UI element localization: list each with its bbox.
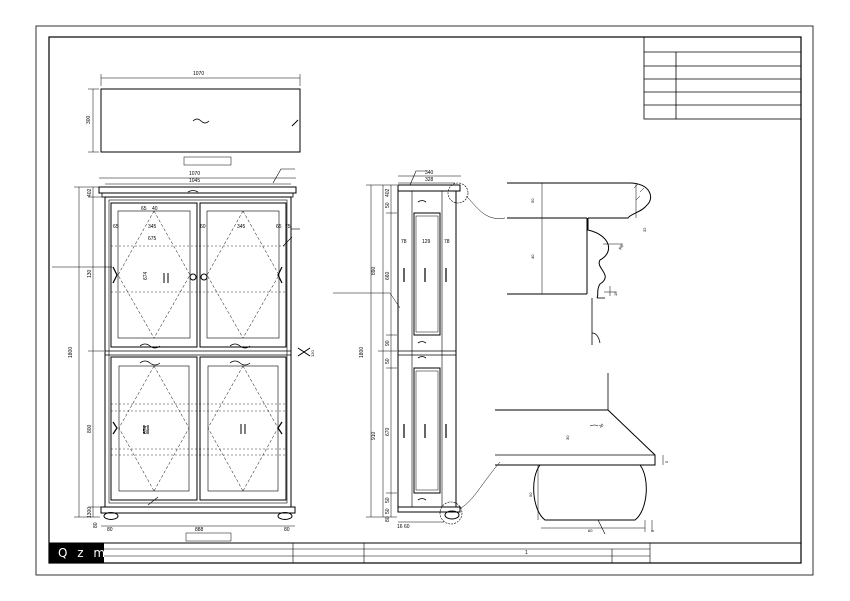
detail-top-40: 40 — [530, 254, 535, 259]
detail-bottom-5b: 5 — [650, 529, 655, 532]
title-block: Q z m 1 — [48, 542, 802, 564]
logo-box — [49, 543, 104, 563]
side-dim-660: 660 — [385, 271, 391, 280]
side-depth-inner: 328 — [425, 177, 434, 183]
detail-top-32: 32 — [642, 227, 647, 232]
front-carcass-width: 1045 — [189, 178, 200, 184]
side-dim-50c: 50 — [385, 497, 391, 503]
side-panel-129: 129 — [422, 239, 431, 245]
side-dim-50d: 50 — [385, 508, 391, 514]
side-depth-outer: 340 — [425, 170, 434, 176]
front-height-total: 1800 — [68, 347, 74, 358]
detail-top-r: R8 — [618, 243, 625, 251]
front-side-65a: 65 — [113, 224, 119, 230]
front-side-65b: 65 — [141, 206, 147, 212]
page-number: 1 — [525, 550, 528, 556]
front-foot-right: 80 — [284, 527, 290, 533]
front-glass-height-upper: 674 — [143, 271, 149, 280]
detail-top-50: 50 — [530, 198, 535, 203]
detail-bottom-60: 60 — [588, 528, 593, 533]
front-divider-label: 120 — [310, 350, 315, 357]
side-dim-90: 90 — [385, 340, 391, 346]
side-height-upper: 890 — [371, 266, 377, 275]
side-dim-50a: 50 — [385, 202, 391, 208]
front-side-60: 60 — [200, 224, 206, 230]
side-panel-78-left: 78 — [401, 239, 407, 245]
side-height-total: 1800 — [359, 347, 365, 358]
front-foot-height: 80 — [93, 522, 99, 528]
front-view — [52, 168, 311, 542]
front-height-top: 402 — [87, 188, 93, 197]
front-height-lower: 800 — [87, 424, 93, 433]
front-overall-width: 1070 — [189, 171, 200, 177]
side-dim-670: 670 — [385, 427, 391, 436]
side-bottom-16: 16 — [397, 524, 403, 530]
front-foot-left: 80 — [107, 527, 113, 533]
top-width-dim: 1070 — [193, 71, 204, 77]
detail-bottom-50: 50 — [528, 492, 533, 497]
front-door-width-left: 345 — [148, 224, 157, 230]
side-bottom-60: 60 — [404, 524, 410, 530]
side-dim-402: 402 — [385, 188, 391, 197]
front-side-75: 75 — [285, 224, 291, 230]
front-height-upper: 130 — [87, 269, 93, 278]
front-base-width: 888 — [195, 527, 204, 533]
revision-table — [643, 36, 802, 120]
detail-bottom-5: 5 — [664, 460, 669, 463]
front-height-base: 1300 — [87, 507, 93, 518]
front-side-65c: 65 — [276, 224, 282, 230]
inner-frame — [48, 36, 802, 564]
detail-bottom-base — [495, 373, 664, 535]
detail-top-cornice — [507, 182, 652, 345]
side-height-lower: 910 — [371, 431, 377, 440]
front-glass-width: 675 — [148, 236, 157, 242]
side-panel-78-right: 78 — [444, 239, 450, 245]
front-side-40: 40 — [152, 206, 158, 212]
side-view — [333, 170, 506, 525]
top-depth-dim: 300 — [86, 115, 92, 124]
outer-frame — [35, 25, 814, 576]
front-glass-height-lower: 674 — [143, 425, 149, 434]
side-dim-80: 80 — [385, 516, 391, 522]
logo-text: Q z m — [58, 546, 108, 560]
detail-bottom-30: 30 — [565, 435, 570, 440]
top-view — [88, 74, 301, 166]
detail-top-15: 15 — [613, 291, 618, 296]
side-dim-50b: 50 — [385, 358, 391, 364]
detail-bottom-30b: 30 — [598, 422, 605, 429]
front-door-width-right: 345 — [237, 224, 246, 230]
